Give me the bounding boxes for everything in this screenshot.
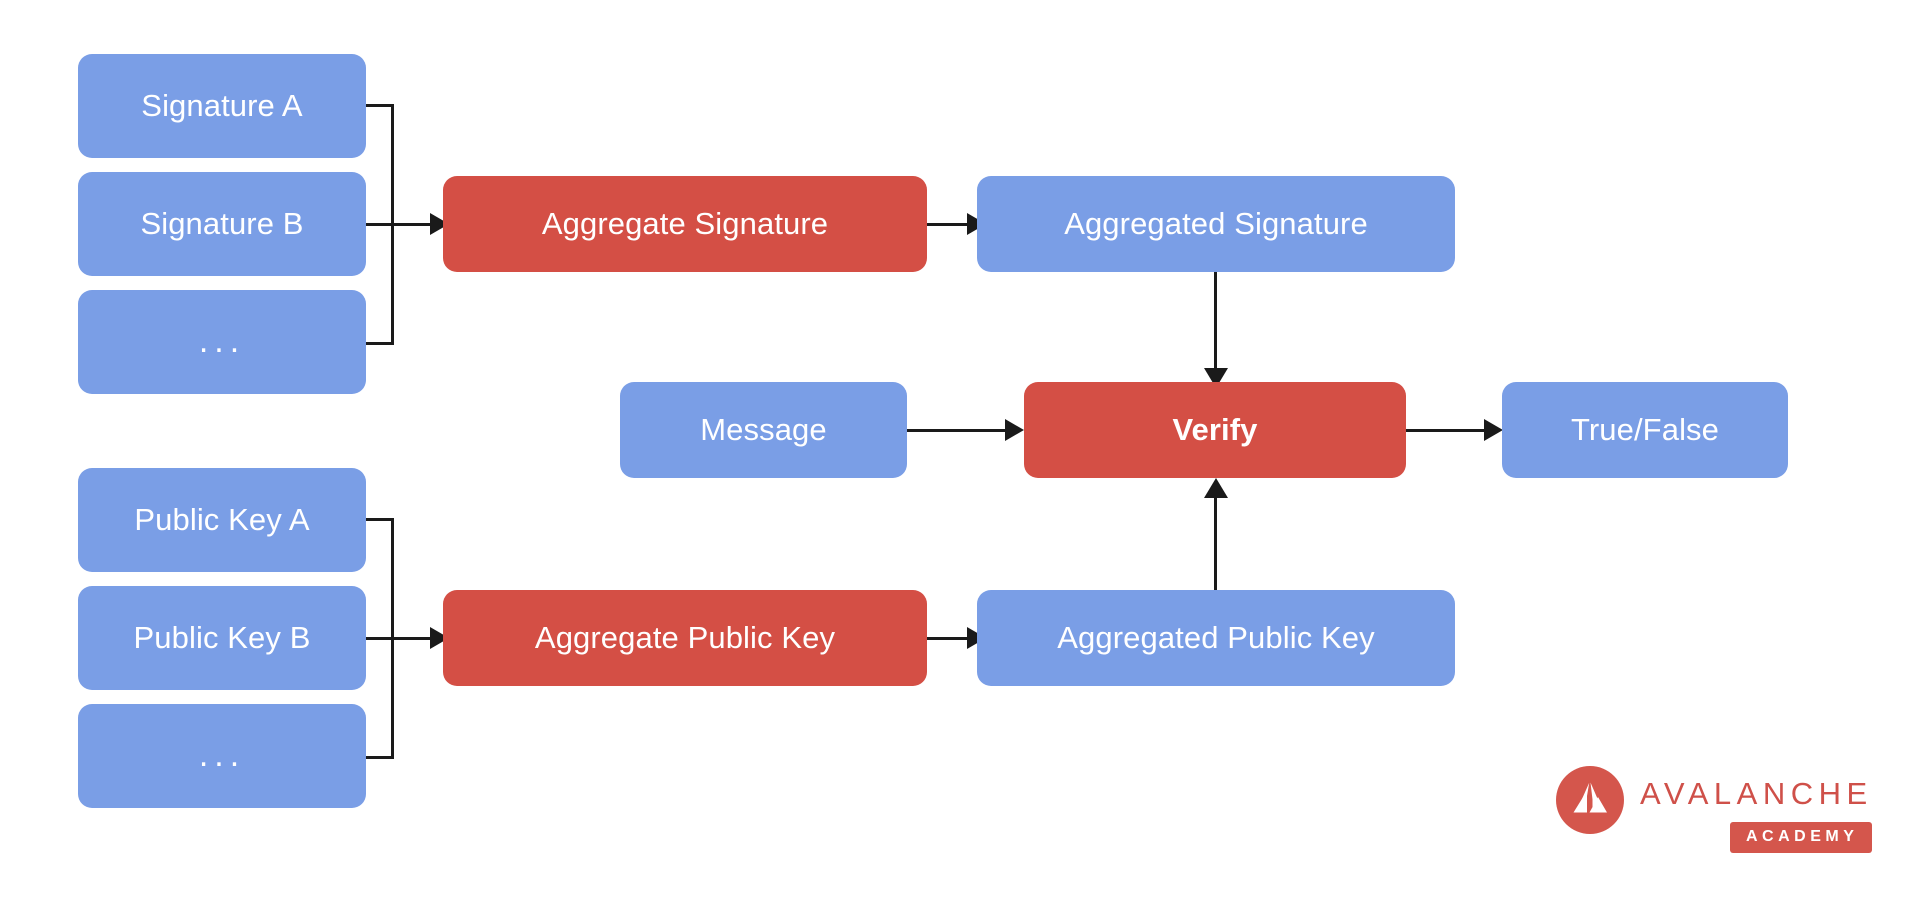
node-signature-a[interactable]: Signature A bbox=[78, 54, 366, 158]
edge-public-key-bracket-out bbox=[366, 637, 432, 640]
edge-result-arrowhead bbox=[1484, 419, 1503, 441]
edge-signature-bracket-out bbox=[366, 223, 432, 226]
logo-wordmark: AVALANCHE bbox=[1640, 776, 1873, 811]
node-signature-b[interactable]: Signature B bbox=[78, 172, 366, 276]
edge-public-key-a-lead bbox=[366, 518, 394, 521]
node-aggregated-public-key[interactable]: Aggregated Public Key bbox=[977, 590, 1455, 686]
edge-verify-bottom-arrowhead bbox=[1204, 478, 1228, 498]
node-signature-more[interactable]: ... bbox=[78, 290, 366, 394]
edge-aggregate-to-aggregated-public-key bbox=[927, 637, 969, 640]
avalanche-triangle-icon bbox=[1556, 766, 1624, 834]
logo-academy-text: ACADEMY bbox=[1746, 828, 1859, 845]
edge-aggregated-public-key-to-verify bbox=[1214, 492, 1217, 590]
edge-signature-a-lead bbox=[366, 104, 394, 107]
node-public-key-b[interactable]: Public Key B bbox=[78, 586, 366, 690]
edge-message-to-verify bbox=[907, 429, 1016, 432]
node-aggregate-public-key[interactable]: Aggregate Public Key bbox=[443, 590, 927, 686]
edge-verify-left-arrowhead bbox=[1005, 419, 1024, 441]
node-result[interactable]: True/False bbox=[1502, 382, 1788, 478]
edge-aggregate-to-aggregated-signature bbox=[927, 223, 969, 226]
node-public-key-a[interactable]: Public Key A bbox=[78, 468, 366, 572]
edge-verify-to-result bbox=[1406, 429, 1498, 432]
node-aggregated-signature[interactable]: Aggregated Signature bbox=[977, 176, 1455, 272]
edge-signature-more-stub bbox=[366, 342, 394, 345]
node-aggregate-signature[interactable]: Aggregate Signature bbox=[443, 176, 927, 272]
node-verify[interactable]: Verify bbox=[1024, 382, 1406, 478]
avalanche-academy-logo: AVALANCHE ACADEMY bbox=[1556, 762, 1886, 872]
logo-academy-badge: ACADEMY bbox=[1730, 822, 1873, 853]
node-public-key-more[interactable]: ... bbox=[78, 704, 366, 808]
edge-aggregated-signature-to-verify bbox=[1214, 272, 1217, 380]
node-message[interactable]: Message bbox=[620, 382, 907, 478]
edge-public-key-more-stub bbox=[366, 756, 394, 759]
